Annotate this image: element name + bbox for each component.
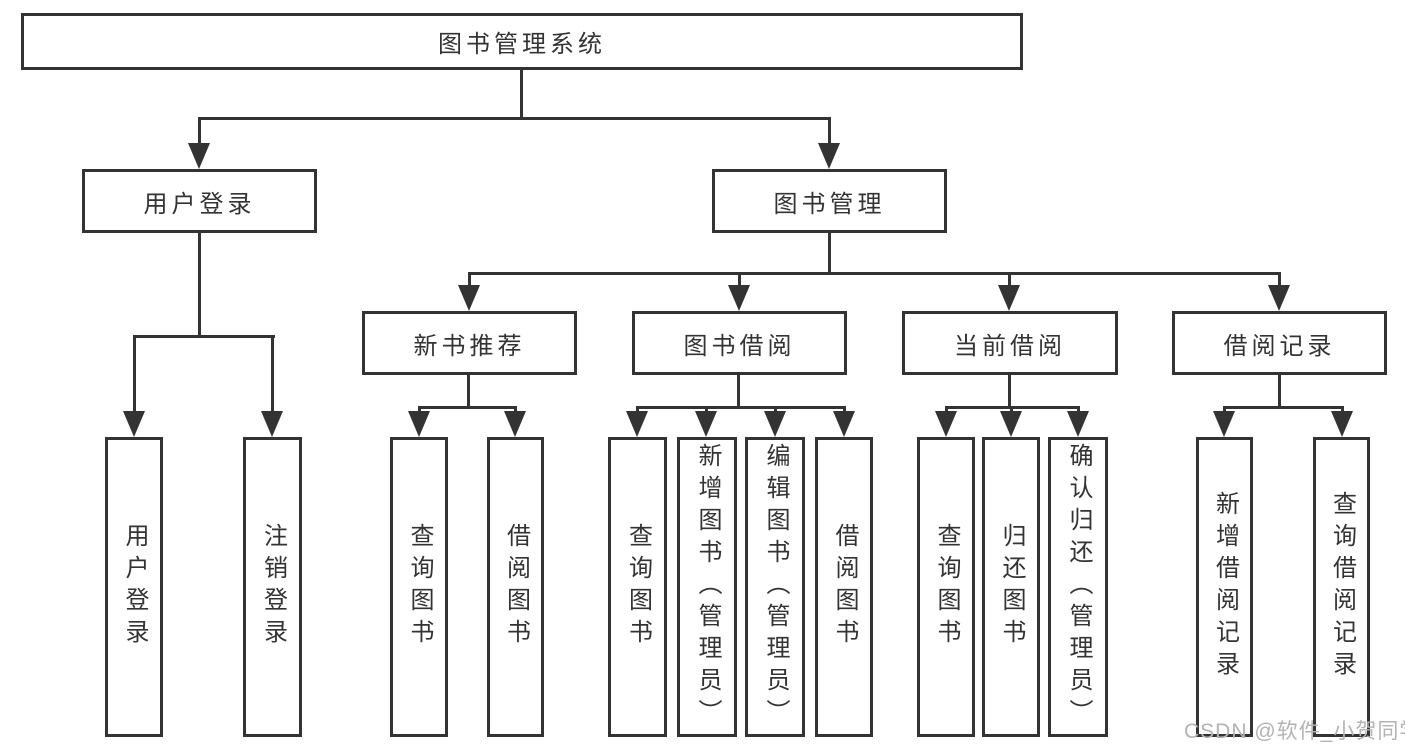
csdn-watermark: CSDN @软件_小贺同学 <box>1184 720 1405 743</box>
arrowhead-down <box>261 411 283 437</box>
connector-drop-leaf <box>514 406 517 414</box>
leaf-user-login: 用户登录 <box>105 437 163 737</box>
connector-root-stem <box>520 70 523 119</box>
node-book-borrow: 图书借阅 <box>632 311 847 375</box>
leaf-add-book-admin: 新增图书（管理员） <box>677 437 737 737</box>
connector-stem <box>737 375 740 408</box>
leaf-logout: 注销登录 <box>243 437 302 737</box>
node-borrow-records: 借阅记录 <box>1172 311 1387 375</box>
connector-book-management-stem <box>828 233 831 275</box>
arrowhead-down <box>695 411 717 437</box>
connector-drop-level3 <box>468 272 471 288</box>
connector-level1 <box>198 117 831 120</box>
connector-user-login-children <box>133 335 275 338</box>
connector-drop-leaf <box>1077 406 1080 414</box>
leaf-query-books-borrow: 查询图书 <box>608 437 667 737</box>
arrowhead-down <box>1331 411 1353 437</box>
connector-drop-book-management <box>828 117 831 147</box>
connector-drop-level3 <box>1008 272 1011 288</box>
node-book-management: 图书管理 <box>712 169 947 233</box>
leaf-confirm-return-admin: 确认归还（管理员） <box>1048 437 1108 737</box>
arrowhead-down <box>833 411 855 437</box>
node-new-book-recommend: 新书推荐 <box>362 311 577 375</box>
arrowhead-down <box>123 411 145 437</box>
connector-drop-leaf <box>774 406 777 414</box>
connector-drop-leaf <box>1010 406 1013 414</box>
connector-drop-level3 <box>738 272 741 288</box>
connector-level3 <box>468 272 1281 275</box>
node-current-borrow: 当前借阅 <box>902 311 1118 375</box>
connector-drop-user-login <box>198 117 201 147</box>
leaf-query-borrow-record: 查询借阅记录 <box>1313 437 1370 737</box>
arrowhead-down <box>935 411 957 437</box>
connector-children <box>636 406 846 409</box>
arrowhead-down <box>1213 411 1235 437</box>
arrowhead-down <box>188 143 210 169</box>
connector-drop-leaf <box>705 406 708 414</box>
arrowhead-down <box>764 411 786 437</box>
connector-drop-leaf <box>133 335 136 413</box>
connector-drop-leaf <box>1223 406 1226 414</box>
leaf-borrow-books-borrow: 借阅图书 <box>815 437 873 737</box>
connector-drop-leaf <box>418 406 421 414</box>
connector-children <box>418 406 517 409</box>
leaf-query-books-current: 查询图书 <box>917 437 975 737</box>
arrowhead-down <box>408 411 430 437</box>
arrowhead-down <box>1000 411 1022 437</box>
connector-drop-leaf <box>945 406 948 414</box>
arrowhead-down <box>626 411 648 437</box>
connector-drop-leaf <box>271 335 274 413</box>
connector-drop-leaf <box>843 406 846 414</box>
connector-stem <box>1008 375 1011 408</box>
connector-drop-level3 <box>1278 272 1281 288</box>
connector-user-login-stem <box>198 233 201 338</box>
leaf-return-book: 归还图书 <box>982 437 1040 737</box>
arrowhead-down <box>728 285 750 311</box>
leaf-add-borrow-record: 新增借阅记录 <box>1196 437 1253 737</box>
connector-drop-leaf <box>636 406 639 414</box>
node-library-management-system: 图书管理系统 <box>21 13 1023 70</box>
leaf-edit-book-admin: 编辑图书（管理员） <box>745 437 805 737</box>
arrowhead-down <box>1268 285 1290 311</box>
arrowhead-down <box>998 285 1020 311</box>
leaf-borrow-books-recommend: 借阅图书 <box>487 437 544 737</box>
leaf-query-books-recommend: 查询图书 <box>390 437 448 737</box>
arrowhead-down <box>458 285 480 311</box>
arrowhead-down <box>504 411 526 437</box>
connector-stem <box>467 375 470 408</box>
arrowhead-down <box>1067 411 1089 437</box>
arrowhead-down <box>818 143 840 169</box>
connector-drop-leaf <box>1341 406 1344 414</box>
node-user-login: 用户登录 <box>82 169 317 233</box>
connector-children <box>1223 406 1344 409</box>
connector-stem <box>1278 375 1281 408</box>
